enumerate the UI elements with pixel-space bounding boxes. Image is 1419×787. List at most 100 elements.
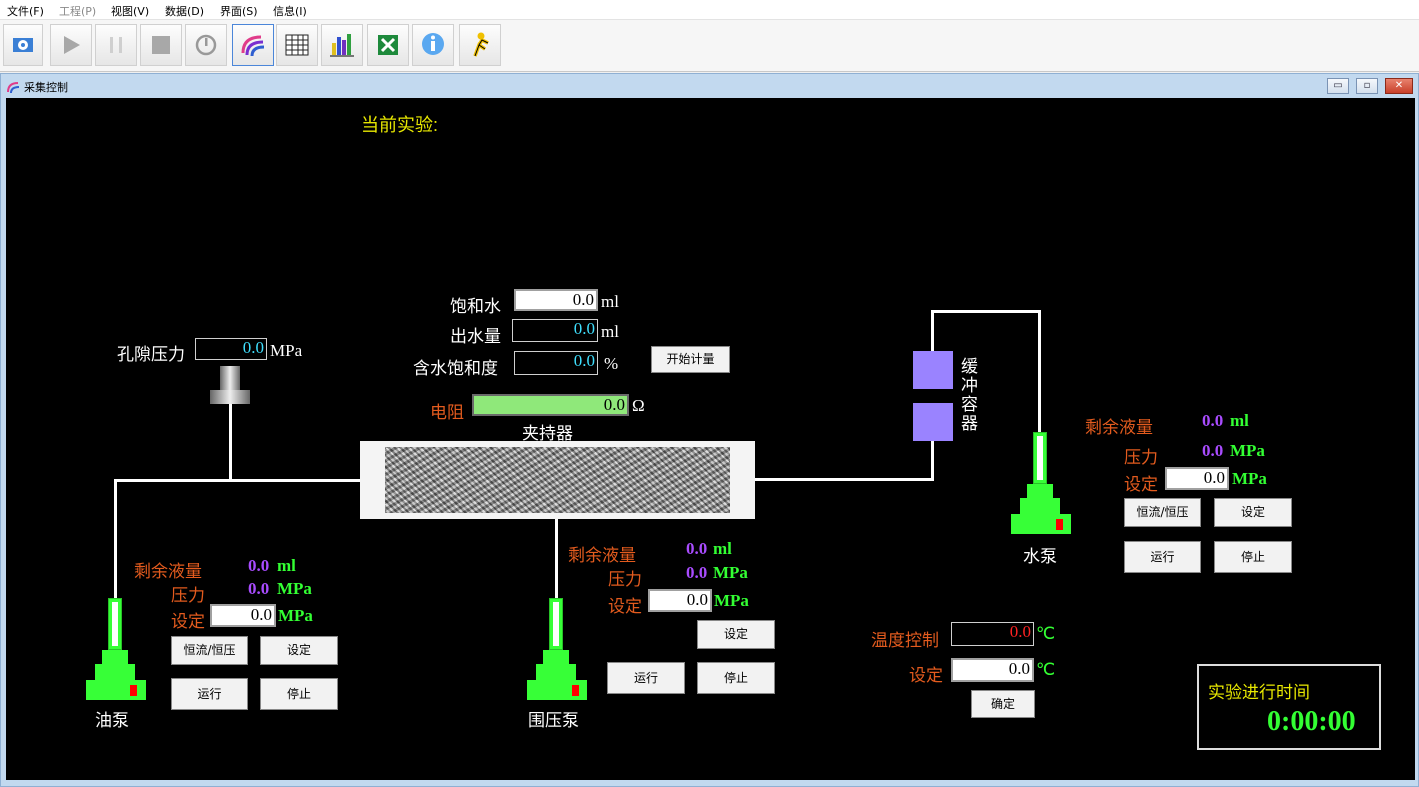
- confining-pressure-label: 压力: [608, 570, 642, 589]
- confining-run-button[interactable]: 运行: [607, 662, 685, 694]
- confining-set-input[interactable]: 0.0: [648, 589, 712, 612]
- temperature-label: 温度控制: [871, 631, 939, 650]
- power-icon[interactable]: [185, 24, 227, 66]
- buffer-container-top: [913, 351, 953, 389]
- confining-set-button[interactable]: 设定: [697, 620, 775, 649]
- play-icon[interactable]: [50, 24, 92, 66]
- water-saturation-value: 0.0: [514, 351, 598, 375]
- oil-remaining-value: 0.0: [248, 556, 270, 575]
- confining-pressure-unit: MPa: [713, 563, 748, 582]
- water-run-button[interactable]: 运行: [1124, 541, 1201, 573]
- water-set-button[interactable]: 设定: [1214, 498, 1292, 527]
- water-pump-label: 水泵: [1023, 547, 1057, 566]
- confining-remaining-label: 剩余液量: [568, 546, 636, 565]
- acquisition-icon[interactable]: [232, 24, 274, 66]
- start-metering-button[interactable]: 开始计量: [651, 346, 730, 373]
- oil-remaining-label: 剩余液量: [134, 562, 202, 581]
- chart-icon[interactable]: [321, 24, 363, 66]
- pipe: [229, 404, 232, 482]
- water-set-input[interactable]: 0.0: [1165, 467, 1229, 490]
- temperature-value: 0.0: [951, 622, 1034, 646]
- water-output-label: 出水量: [450, 327, 501, 346]
- confining-set-label: 设定: [608, 597, 642, 616]
- temperature-set-label: 设定: [909, 666, 943, 685]
- buffer-char: 器: [961, 414, 978, 433]
- restore-button[interactable]: ▫: [1356, 78, 1378, 94]
- elapsed-time-panel: [1197, 664, 1381, 750]
- confining-set-unit: MPa: [714, 591, 749, 610]
- pipe: [114, 479, 362, 482]
- water-mode-button[interactable]: 恒流/恒压: [1124, 498, 1201, 527]
- buffer-char: 容: [961, 395, 978, 414]
- saturated-water-unit: ml: [601, 292, 619, 311]
- pipe: [1038, 310, 1041, 433]
- settings-icon[interactable]: [3, 24, 43, 66]
- menu-file[interactable]: 文件(F): [7, 5, 44, 18]
- oil-mode-button[interactable]: 恒流/恒压: [171, 636, 248, 665]
- oil-set-label: 设定: [171, 612, 205, 631]
- info-icon[interactable]: [412, 24, 454, 66]
- menu-view[interactable]: 视图(V): [111, 5, 150, 18]
- buffer-char: 冲: [961, 376, 978, 395]
- stop-icon[interactable]: [140, 24, 182, 66]
- water-set-unit: MPa: [1232, 469, 1267, 488]
- oil-remaining-unit: ml: [277, 556, 296, 575]
- pipe: [931, 310, 934, 352]
- water-pressure-unit: MPa: [1230, 441, 1265, 460]
- resistance-value: 0.0: [472, 394, 629, 416]
- holder-label: 夹持器: [522, 424, 573, 443]
- pore-pressure-unit: MPa: [270, 341, 303, 360]
- pipe: [931, 310, 1041, 313]
- pressure-sensor-icon: [210, 366, 250, 410]
- elapsed-time-value: 0:00:00: [1267, 706, 1356, 737]
- excel-icon[interactable]: [367, 24, 409, 66]
- water-remaining-unit: ml: [1230, 411, 1249, 430]
- water-pressure-label: 压力: [1124, 448, 1158, 467]
- water-output-value: 0.0: [512, 319, 598, 342]
- confining-remaining-value: 0.0: [686, 539, 708, 558]
- water-remaining-label: 剩余液量: [1085, 418, 1153, 437]
- saturated-water-value: 0.0: [514, 289, 598, 311]
- water-saturation-unit: %: [604, 354, 619, 373]
- pause-icon[interactable]: [95, 24, 137, 66]
- current-experiment-label: 当前实验:: [361, 115, 439, 135]
- core-sample: [385, 447, 730, 513]
- menu-project[interactable]: 工程(P): [59, 5, 97, 18]
- confining-remaining-unit: ml: [713, 539, 732, 558]
- temperature-set-input[interactable]: 0.0: [951, 658, 1034, 682]
- pore-pressure-label: 孔隙压力: [117, 345, 185, 364]
- saturated-water-label: 饱和水: [450, 297, 501, 316]
- oil-stop-button[interactable]: 停止: [260, 678, 338, 710]
- oil-set-input[interactable]: 0.0: [210, 604, 276, 627]
- confining-stop-button[interactable]: 停止: [697, 662, 775, 694]
- minimize-button[interactable]: ▭: [1327, 78, 1349, 94]
- window-icon: [6, 79, 20, 98]
- user-icon[interactable]: [459, 24, 501, 66]
- close-button[interactable]: ✕: [1385, 78, 1413, 94]
- pipe: [754, 478, 934, 481]
- oil-run-button[interactable]: 运行: [171, 678, 248, 710]
- window-title: 采集控制: [24, 81, 68, 94]
- buffer-container-bottom: [913, 403, 953, 441]
- water-set-label: 设定: [1124, 475, 1158, 494]
- table-icon[interactable]: [276, 24, 318, 66]
- elapsed-time-label: 实验进行时间: [1208, 683, 1310, 702]
- toolbar: [0, 20, 1419, 72]
- menu-interface[interactable]: 界面(S): [220, 5, 258, 18]
- menu-info[interactable]: 信息(I): [273, 5, 307, 18]
- confining-pump-label: 围压泵: [528, 711, 579, 730]
- water-stop-button[interactable]: 停止: [1214, 541, 1292, 573]
- core-holder: [360, 441, 755, 519]
- pipe: [555, 517, 558, 601]
- pipe: [114, 479, 117, 599]
- menu-data[interactable]: 数据(D): [165, 5, 205, 18]
- water-saturation-label: 含水饱和度: [413, 359, 498, 378]
- pore-pressure-value: 0.0: [195, 338, 267, 360]
- temperature-set-unit: ℃: [1036, 660, 1056, 679]
- buffer-char: 缓: [961, 357, 978, 376]
- oil-pump-label: 油泵: [95, 711, 129, 730]
- temperature-confirm-button[interactable]: 确定: [971, 690, 1035, 718]
- oil-set-unit: MPa: [278, 606, 313, 625]
- oil-set-button[interactable]: 设定: [260, 636, 338, 665]
- resistance-label: 电阻: [430, 403, 464, 422]
